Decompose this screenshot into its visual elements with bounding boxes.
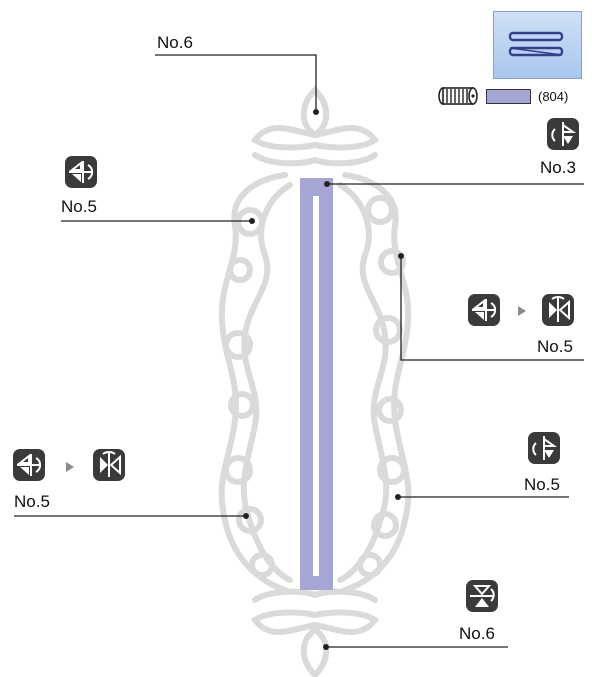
sequence-arrow-icon: [66, 462, 74, 472]
stitch-direction-icon: [64, 155, 98, 189]
stitch-direction-icon: [465, 579, 499, 613]
stitch-direction-icon: [467, 293, 501, 327]
callout-label: No.5: [537, 338, 573, 355]
callout-label: No.6: [459, 625, 495, 642]
stitch-direction-icon: [12, 448, 46, 482]
callout-label: No.3: [540, 159, 576, 176]
thread-spool-icon: [437, 86, 481, 106]
callout-label: No.6: [157, 34, 193, 51]
callout-label: No.5: [14, 493, 50, 510]
sequence-arrow-icon: [518, 306, 526, 316]
stitch-direction-icon: [541, 293, 575, 327]
thread-color-swatch: [486, 89, 531, 104]
stitch-direction-icon: [546, 117, 580, 151]
pattern-thumbnail[interactable]: [493, 11, 582, 79]
callout-label: No.5: [524, 476, 560, 493]
stitch-direction-icon: [527, 431, 561, 465]
buttonhole-opening: [313, 196, 319, 576]
thread-color-code: (804): [538, 88, 568, 105]
buttonhole-pattern-icon: [494, 12, 581, 78]
stitch-direction-icon: [92, 448, 126, 482]
callout-label: No.5: [61, 198, 97, 215]
leader-lines: [14, 55, 584, 647]
